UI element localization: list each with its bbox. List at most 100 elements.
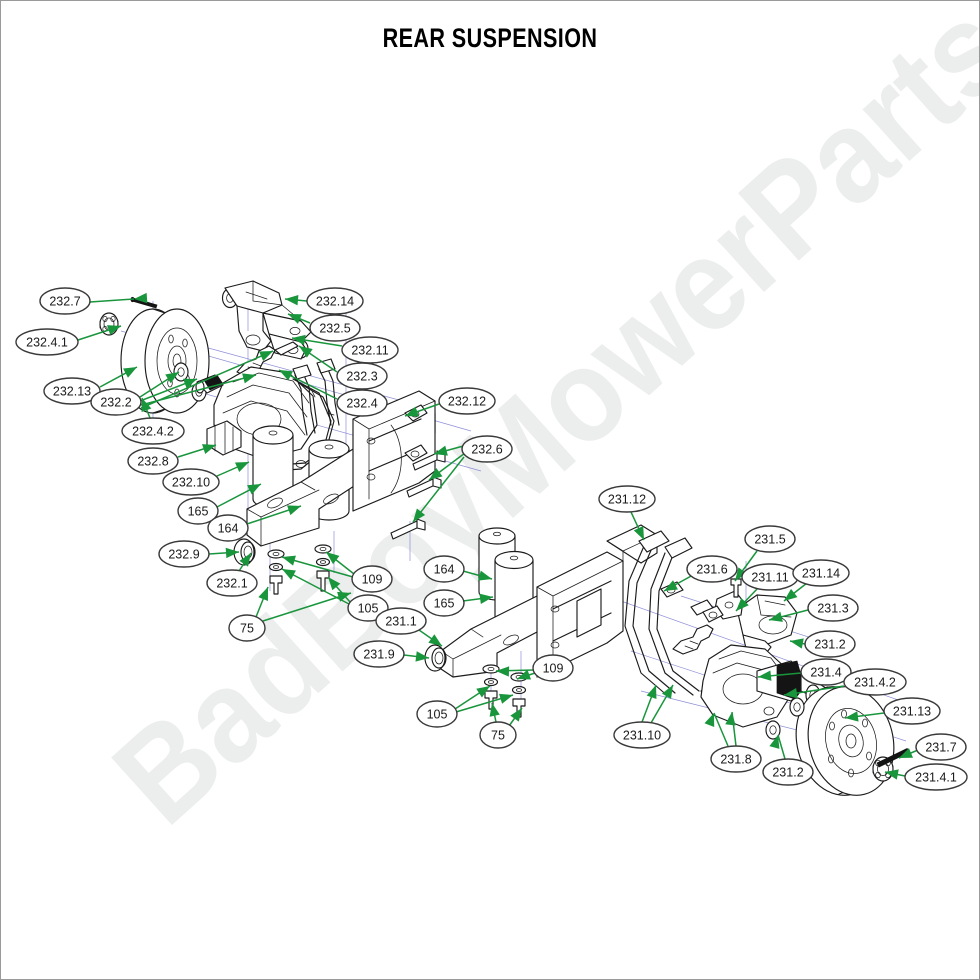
callout-232.11[interactable]: 232.11 — [341, 336, 399, 364]
callout-bubble[interactable] — [347, 594, 389, 622]
leader-arrowhead — [413, 508, 426, 522]
callout-231.4.1[interactable]: 231.4.1 — [904, 763, 968, 791]
callout-bubble[interactable] — [915, 733, 967, 761]
callout-bubble[interactable] — [15, 328, 79, 356]
callout-109b[interactable]: 109 — [532, 654, 574, 682]
callout-75[interactable]: 75 — [228, 614, 266, 642]
callout-231.14[interactable]: 231.14 — [792, 559, 850, 587]
callout-232.8[interactable]: 232.8 — [127, 447, 179, 475]
callout-231.7[interactable]: 231.7 — [915, 733, 967, 761]
callout-231.4.2[interactable]: 231.4.2 — [843, 668, 907, 696]
callout-bubble[interactable] — [843, 668, 907, 696]
callout-105[interactable]: 105 — [347, 594, 389, 622]
callout-bubble[interactable] — [804, 630, 856, 658]
callout-bubble[interactable] — [598, 485, 656, 513]
leader-lines — [77, 292, 919, 780]
callout-232.4[interactable]: 232.4 — [336, 389, 388, 417]
callout-bubble[interactable] — [416, 700, 458, 728]
callout-231.6[interactable]: 231.6 — [686, 555, 738, 583]
callout-bubble[interactable] — [353, 640, 405, 668]
callout-232.4.2[interactable]: 232.4.2 — [121, 417, 185, 445]
callout-bubble[interactable] — [375, 607, 427, 635]
callout-bubble[interactable] — [162, 468, 220, 496]
callout-bubble[interactable] — [309, 314, 361, 342]
leader-arrowhead — [239, 553, 251, 567]
callout-bubble[interactable] — [177, 497, 219, 525]
callout-231.1[interactable]: 231.1 — [375, 607, 427, 635]
callout-109[interactable]: 109 — [351, 565, 393, 593]
callout-232.13[interactable]: 232.13 — [43, 377, 101, 405]
callout-label: 231.13 — [893, 705, 931, 719]
callout-165b[interactable]: 165 — [423, 589, 465, 617]
callout-bubble[interactable] — [744, 525, 796, 553]
callout-label: 232.11 — [351, 344, 388, 358]
callout-bubble[interactable] — [127, 447, 179, 475]
callout-bubble[interactable] — [807, 594, 859, 622]
callout-75b[interactable]: 75 — [479, 721, 517, 749]
callout-label: 105 — [358, 602, 379, 616]
callout-231.10[interactable]: 231.10 — [613, 721, 671, 749]
callout-232.1[interactable]: 232.1 — [206, 569, 258, 597]
callout-bubble[interactable] — [438, 387, 496, 415]
callout-105b[interactable]: 105 — [416, 700, 458, 728]
callout-231.3[interactable]: 231.3 — [807, 594, 859, 622]
callout-label: 232.12 — [448, 395, 486, 409]
callout-232.10[interactable]: 232.10 — [162, 468, 220, 496]
callout-bubble[interactable] — [90, 388, 142, 416]
callout-bubble[interactable] — [336, 362, 388, 390]
callout-bubble[interactable] — [686, 555, 738, 583]
callout-232.3[interactable]: 232.3 — [336, 362, 388, 390]
callout-231.8[interactable]: 231.8 — [710, 745, 762, 773]
callout-231.13[interactable]: 231.13 — [883, 697, 941, 725]
callout-231.4[interactable]: 231.4 — [800, 658, 852, 686]
callout-bubble[interactable] — [904, 763, 968, 791]
callout-bubble[interactable] — [762, 758, 814, 786]
callout-bubble[interactable] — [207, 514, 249, 542]
callout-231.9[interactable]: 231.9 — [353, 640, 405, 668]
callout-231.5[interactable]: 231.5 — [744, 525, 796, 553]
callout-164[interactable]: 164 — [207, 514, 249, 542]
leader-arrowhead — [489, 703, 500, 717]
callout-232.6[interactable]: 232.6 — [461, 435, 513, 463]
callout-bubble[interactable] — [43, 377, 101, 405]
callout-232.14[interactable]: 232.14 — [306, 287, 364, 315]
callout-bubble[interactable] — [158, 540, 210, 568]
callout-label: 231.1 — [385, 615, 416, 629]
callout-232.2[interactable]: 232.2 — [90, 388, 142, 416]
callout-label: 231.8 — [720, 753, 751, 767]
callout-label: 231.14 — [802, 567, 840, 581]
callout-bubble[interactable] — [423, 555, 465, 583]
callout-bubble[interactable] — [461, 435, 513, 463]
callout-bubble[interactable] — [121, 417, 185, 445]
leader-arrowhead — [134, 292, 148, 304]
callout-bubble[interactable] — [306, 287, 364, 315]
leader-arrowhead — [242, 373, 256, 384]
callout-232.7[interactable]: 232.7 — [39, 287, 91, 315]
callout-231.2[interactable]: 231.2 — [804, 630, 856, 658]
leader-arrowhead — [279, 370, 293, 381]
callout-bubble[interactable] — [206, 569, 258, 597]
callout-bubble[interactable] — [532, 654, 574, 682]
callout-165[interactable]: 165 — [177, 497, 219, 525]
callout-bubble[interactable] — [423, 589, 465, 617]
callout-bubble[interactable] — [228, 614, 266, 642]
callout-bubble[interactable] — [800, 658, 852, 686]
callout-164b[interactable]: 164 — [423, 555, 465, 583]
callout-bubble[interactable] — [336, 389, 388, 417]
callout-231.12[interactable]: 231.12 — [598, 485, 656, 513]
callout-label: 231.2 — [772, 766, 803, 780]
callout-bubble[interactable] — [710, 745, 762, 773]
callout-232.9[interactable]: 232.9 — [158, 540, 210, 568]
callout-231.11[interactable]: 231.11 — [741, 563, 799, 591]
callout-bubble[interactable] — [351, 565, 393, 593]
callout-232.5[interactable]: 232.5 — [309, 314, 361, 342]
leader-arrowhead — [182, 378, 197, 389]
callout-bubble[interactable] — [39, 287, 91, 315]
callout-bubble[interactable] — [479, 721, 517, 749]
callout-bubble[interactable] — [883, 697, 941, 725]
callout-232.4.1[interactable]: 232.4.1 — [15, 328, 79, 356]
callout-231.2c[interactable]: 231.2 — [762, 758, 814, 786]
callout-bubble[interactable] — [613, 721, 671, 749]
callout-232.12[interactable]: 232.12 — [438, 387, 496, 415]
callout-bubble[interactable] — [792, 559, 850, 587]
